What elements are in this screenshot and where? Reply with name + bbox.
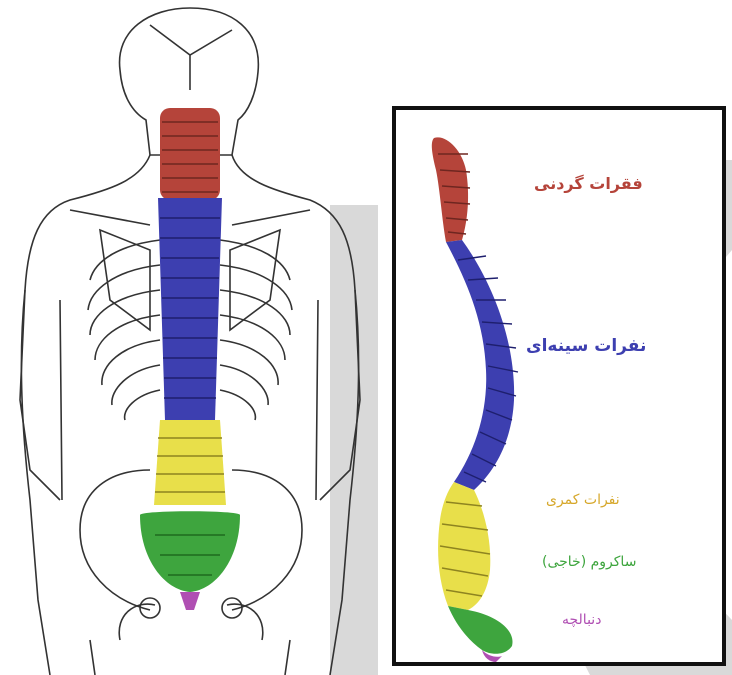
lumbar-vertebrae-back (154, 420, 226, 505)
thoracic-vertebrae-back (158, 198, 222, 420)
sacrum-back (140, 511, 240, 592)
cervical-vertebrae-side (432, 137, 468, 242)
label-cervical: فقرات گردنی (534, 174, 643, 193)
cervical-vertebrae-back (160, 108, 220, 200)
coccyx-back (180, 592, 200, 610)
label-sacrum: ساکروم (خاجی) (542, 554, 636, 570)
label-lumbar: نفرات کمری (546, 492, 620, 508)
lumbar-vertebrae-side (438, 482, 490, 610)
sacrum-side (448, 606, 513, 654)
side-view-panel: فقرات گردنی نفرات سینه‌ای نفرات کمری ساک… (392, 106, 726, 666)
back-view-figure (0, 0, 380, 675)
side-view-spine (396, 110, 726, 666)
thoracic-vertebrae-side (446, 240, 514, 490)
label-thoracic: نفرات سینه‌ای (526, 336, 646, 356)
label-coccyx: دنبالچه (562, 612, 601, 628)
